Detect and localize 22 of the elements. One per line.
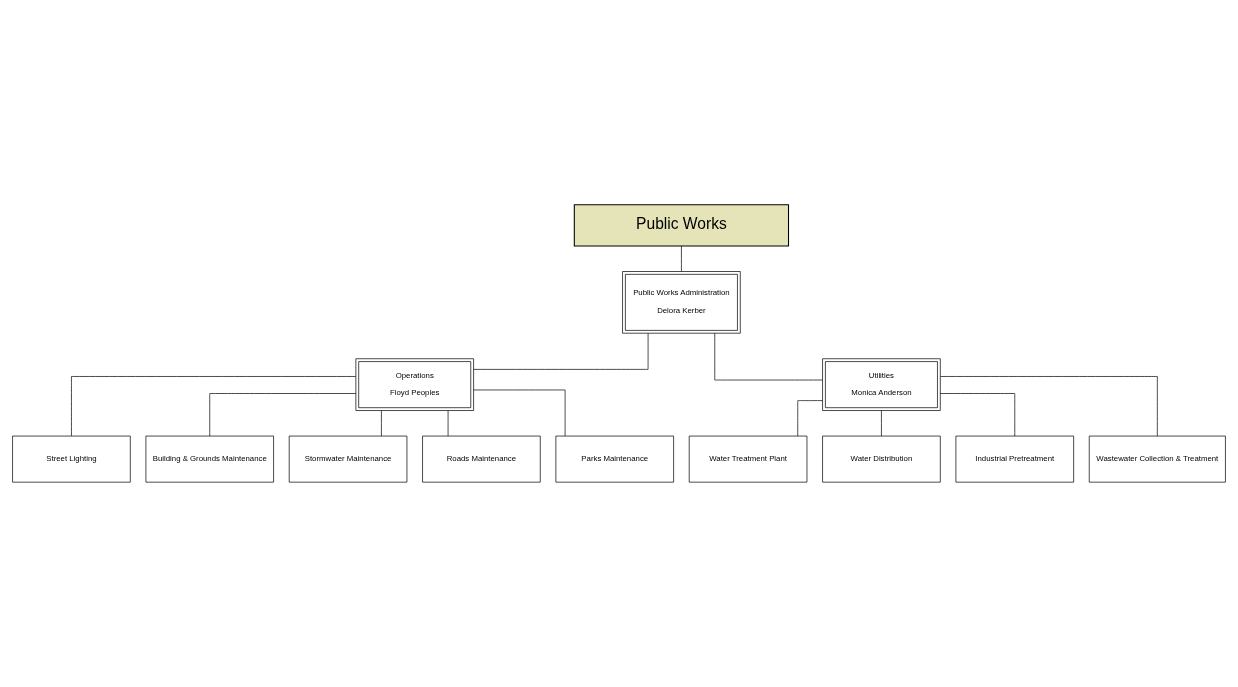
connector (473, 332, 649, 370)
connector (797, 400, 823, 437)
connector (681, 245, 682, 272)
connector (209, 393, 357, 437)
node-box: Water Treatment Plant (688, 435, 808, 483)
node-box: Water Distribution (822, 435, 941, 483)
node-box: Stormwater Maintenance (288, 435, 408, 483)
connector (473, 389, 566, 437)
node-box: Public Works (573, 204, 790, 247)
connector (881, 410, 882, 437)
node-box: Wastewater Collection & Treatment (1088, 435, 1226, 483)
node-box: Building & Grounds Maintenance (145, 435, 274, 483)
connector (940, 376, 1158, 437)
node-box: Parks Maintenance (555, 435, 674, 483)
connector (447, 410, 449, 437)
connector (71, 376, 357, 437)
connector (939, 393, 1016, 437)
connector (714, 332, 823, 381)
node-box: Industrial Pretreatment (955, 435, 1074, 483)
connector (381, 410, 382, 437)
node-box: Street Lighting (12, 435, 131, 483)
node-box: Roads Maintenance (422, 435, 541, 483)
